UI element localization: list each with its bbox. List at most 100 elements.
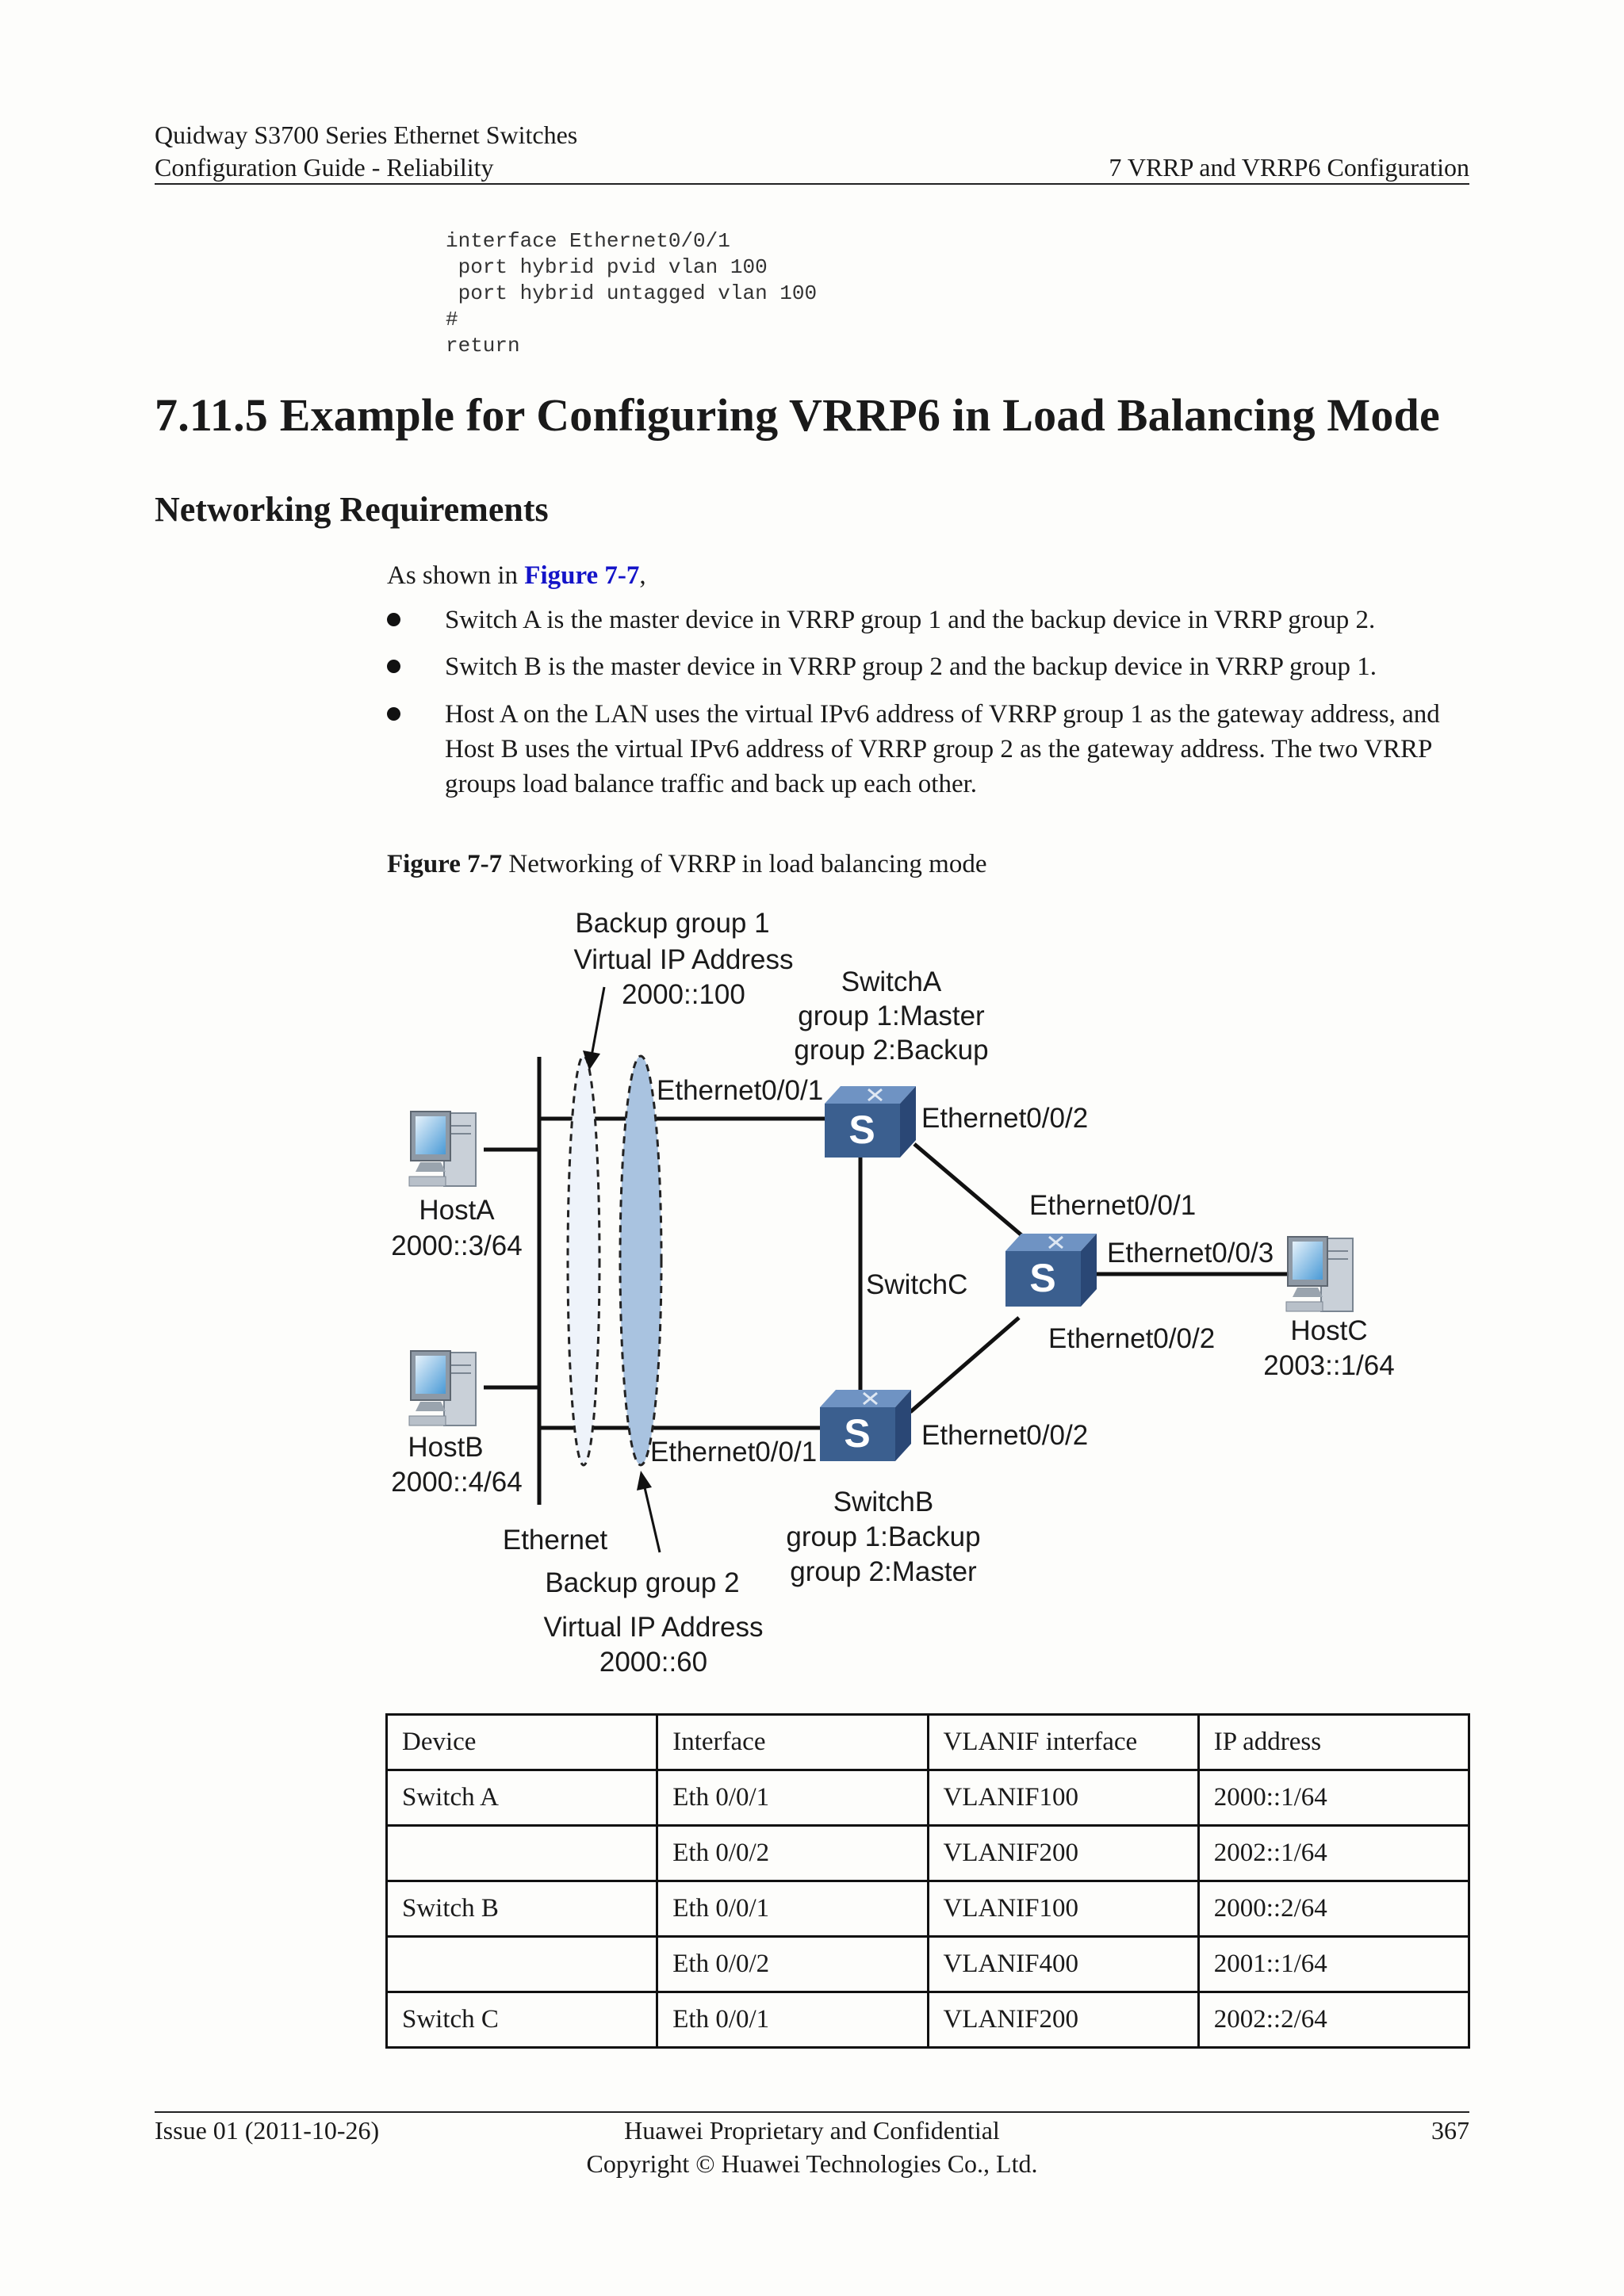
link-switchB-switchC [909,1316,1021,1414]
code-block: interface Ethernet0/0/1 port hybrid pvid… [446,229,818,358]
label-hostA-name: HostA [419,1195,495,1226]
arrow-head-1 [583,1050,600,1070]
table-header-cell: Interface [656,1713,929,1771]
intro-prefix: As shown in [387,561,525,590]
label-hostA-ip: 2000::3/64 [391,1230,522,1261]
footer-issue: Issue 01 (2011-10-26) [155,2116,380,2145]
footer-copyright: Copyright © Huawei Technologies Co., Ltd… [586,2149,1038,2178]
footer-confidential: Huawei Proprietary and Confidential [624,2116,1000,2145]
table-cell: VLANIF200 [926,1991,1200,2049]
table-row: Eth 0/0/2 VLANIF200 2002::1/64 [385,1824,1471,1882]
label-bg2-vip: 2000::60 [599,1647,707,1678]
switchA-icon: S [825,1086,916,1158]
table-cell: VLANIF200 [926,1824,1200,1882]
table-cell: VLANIF100 [926,1769,1200,1827]
label-switchA-g1: group 1:Master [798,1001,985,1031]
label-hostB-name: HostB [408,1432,483,1463]
switchB-icon: S [820,1390,911,1461]
table-cell: Eth 0/0/1 [656,1880,929,1938]
label-bg2-title: Backup group 2 [545,1567,739,1598]
table-cell: 2002::2/64 [1197,1991,1471,2049]
figure-caption: Figure 7-7 Networking of VRRP in load ba… [387,850,986,879]
header-chapter-title: 7 VRRP and VRRP6 Configuration [1109,153,1469,182]
table-cell [385,1824,659,1882]
arrow-backup-group-1 [590,986,606,1057]
table-cell: 2000::1/64 [1197,1769,1471,1827]
label-switchA-name: SwitchA [841,966,942,997]
label-hostC-name: HostC [1290,1315,1367,1346]
table-row: Switch A Eth 0/0/1 VLANIF100 2000::1/64 [385,1769,1471,1827]
table-cell: 2002::1/64 [1197,1824,1471,1882]
table-cell: Eth 0/0/2 [656,1935,929,1993]
header-guide-title: Configuration Guide - Reliability [155,153,494,182]
label-hostB-ip: 2000::4/64 [391,1467,522,1498]
section-title: 7.11.5 Example for Configuring VRRP6 in … [155,389,1440,441]
table-cell: Switch A [385,1769,659,1827]
arrow-head-2 [637,1471,652,1490]
label-bg1-vip: 2000::100 [622,979,745,1010]
bullet-item-2: Switch B is the master device in VRRP gr… [445,652,1377,681]
bullet-icon [387,660,400,673]
label-switchB-eth1: Ethernet0/0/1 [650,1437,817,1468]
switchC-icon: S [1005,1234,1097,1307]
table-row: Switch B Eth 0/0/1 VLANIF100 2000::2/64 [385,1880,1471,1938]
table-cell: VLANIF400 [926,1935,1200,1993]
figure-caption-text: Networking of VRRP in load balancing mod… [502,850,987,878]
table-cell [385,1935,659,1993]
svg-text:S: S [1029,1256,1055,1300]
intro-suffix: , [639,561,646,590]
label-switchC-eth3: Ethernet0/0/3 [1107,1238,1274,1269]
hostC-computer-icon [1285,1236,1354,1312]
label-switchC-eth1: Ethernet0/0/1 [1029,1190,1196,1221]
table-cell: 2000::2/64 [1197,1880,1471,1938]
subsection-title: Networking Requirements [155,490,549,529]
label-switchA-eth1: Ethernet0/0/1 [657,1075,823,1106]
hostA-computer-icon [408,1111,477,1187]
label-switchC-name: SwitchC [866,1269,967,1300]
hostB-computer-icon [408,1350,477,1426]
label-bg1-title: Backup group 1 [575,908,769,939]
table-row: Eth 0/0/2 VLANIF400 2001::1/64 [385,1935,1471,1993]
table-cell: 2001::1/64 [1197,1935,1471,1993]
svg-text:S: S [844,1411,870,1456]
interface-table: Device Interface VLANIF interface IP add… [385,1713,1471,2049]
figure-link[interactable]: Figure 7-7 [524,561,640,590]
link-switchA-switchC [913,1142,1027,1240]
label-bg1-vip-label: Virtual IP Address [574,944,794,975]
svg-text:S: S [848,1108,875,1152]
table-cell: VLANIF100 [926,1880,1200,1938]
label-switchB-eth2: Ethernet0/0/2 [921,1420,1088,1451]
bullet-item-1: Switch A is the master device in VRRP gr… [445,606,1376,634]
table-row: Switch C Eth 0/0/1 VLANIF200 2002::2/64 [385,1991,1471,2049]
table-header-row: Device Interface VLANIF interface IP add… [385,1713,1471,1771]
label-hostC-ip: 2003::1/64 [1263,1350,1394,1381]
table-header-cell: IP address [1197,1713,1471,1771]
figure-caption-label: Figure 7-7 [387,850,503,878]
label-switchA-eth2: Ethernet0/0/2 [921,1103,1088,1134]
table-header-cell: Device [385,1713,659,1771]
table-cell: Switch C [385,1991,659,2049]
label-switchB-g1: group 1:Backup [786,1521,980,1552]
table-cell: Switch B [385,1880,659,1938]
network-diagram: S S S [391,908,1394,1678]
table-cell: Eth 0/0/1 [656,1769,929,1827]
label-switchA-g2: group 2:Backup [794,1035,988,1066]
label-switchB-name: SwitchB [833,1487,933,1517]
label-bg2-vip-label: Virtual IP Address [544,1612,764,1643]
label-switchC-eth2: Ethernet0/0/2 [1048,1323,1215,1354]
table-cell: Eth 0/0/1 [656,1991,929,2049]
bullet-icon [387,613,400,626]
bullet-icon [387,707,400,721]
bullet-item-3: Host A on the LAN uses the virtual IPv6 … [445,700,1440,798]
label-switchB-g2: group 2:Master [790,1556,977,1587]
header-rule [155,183,1469,185]
table-header-cell: VLANIF interface [926,1713,1200,1771]
label-ethernet: Ethernet [503,1525,608,1556]
footer-page-number: 367 [1431,2116,1469,2145]
backup-group-2-ellipse [619,1054,663,1467]
header-doc-title: Quidway S3700 Series Ethernet Switches [155,121,578,149]
table-cell: Eth 0/0/2 [656,1824,929,1882]
backup-group-1-ellipse [566,1054,601,1467]
intro-paragraph: As shown in Figure 7-7, [387,558,646,593]
arrow-backup-group-2 [642,1483,661,1553]
